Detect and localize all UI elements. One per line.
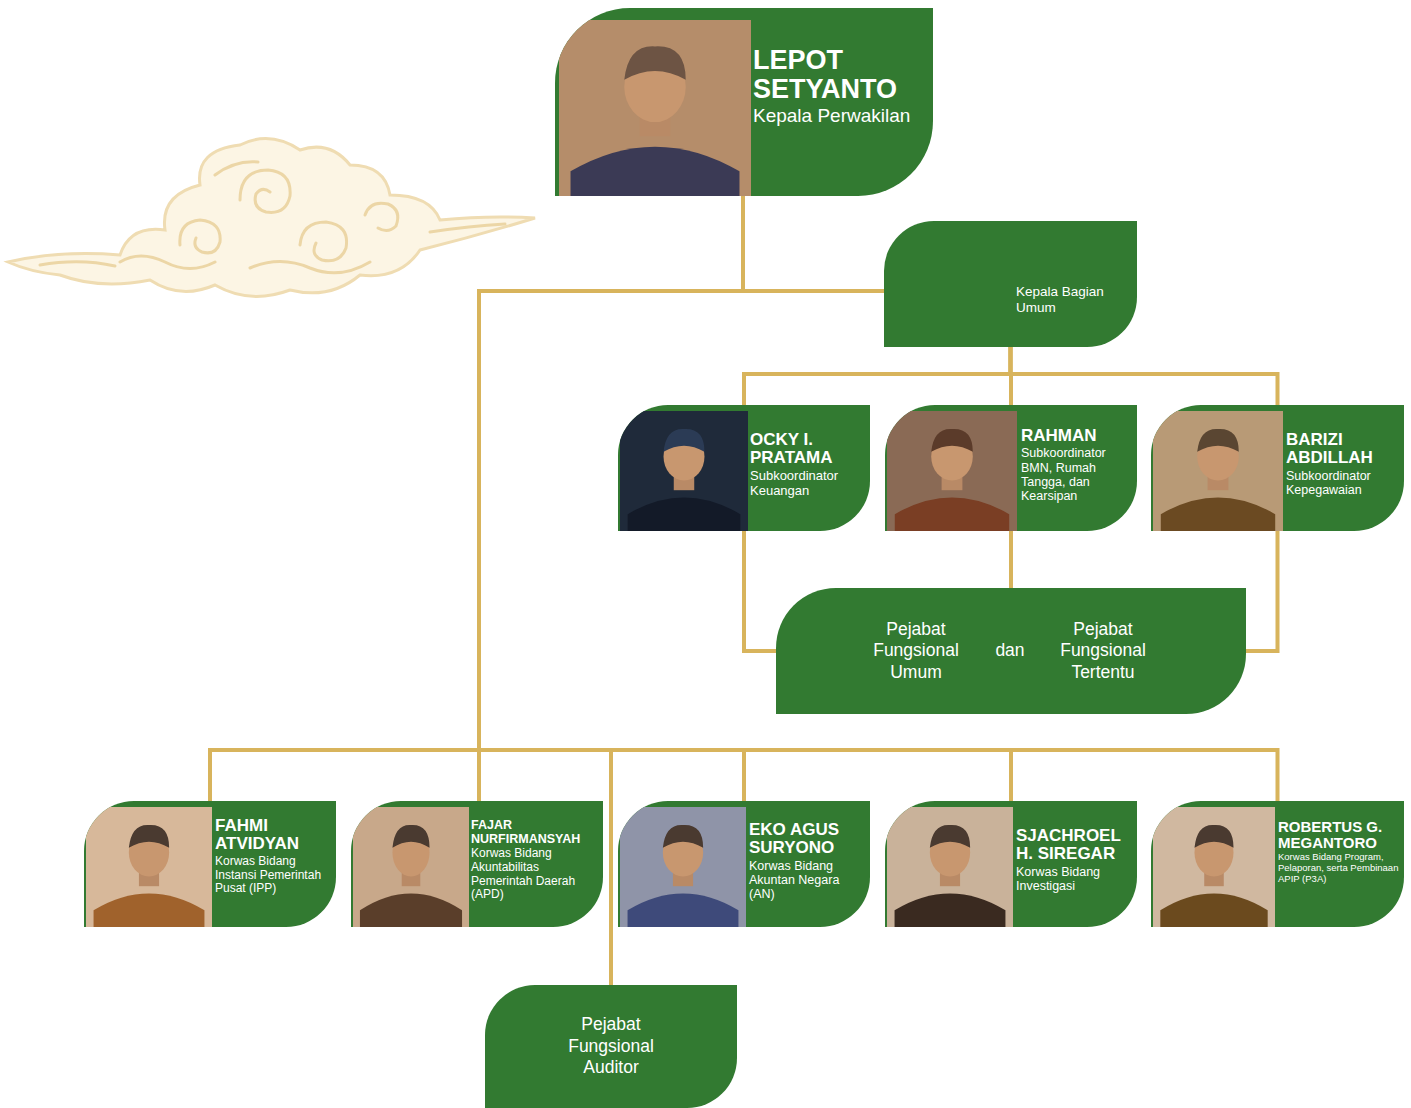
person-box: EKO AGUS SURYONOKorwas Bidang Akuntan Ne…: [618, 801, 870, 927]
conjunction: dan: [990, 640, 1030, 661]
photo-shape: [571, 147, 740, 196]
photo-shape: [624, 46, 685, 80]
photo-shape: [1161, 497, 1275, 531]
person-box: Kepala Bagian Umum: [884, 221, 1137, 347]
photo-placeholder: [887, 411, 1017, 531]
photo-placeholder: [353, 807, 469, 927]
photo-shape: [559, 20, 751, 196]
photo-shape: [931, 429, 973, 452]
photo-shape: [895, 893, 1006, 927]
photo-shape: [353, 807, 469, 927]
photo-placeholder: [559, 20, 751, 196]
person-box: SJACHROEL H. SIREGARKorwas Bidang Invest…: [885, 801, 1137, 927]
photo-shape: [620, 411, 748, 531]
cloud-ornament: [0, 0, 560, 340]
person-name: BARIZI ABDILLAH: [1286, 431, 1398, 468]
photo-shape: [887, 807, 1013, 927]
text-row: Pejabat Fungsional Umum dan Pejabat Fungsi…: [776, 588, 1246, 714]
group-label: Pejabat Fungsional Umum: [851, 619, 981, 683]
text-area: LEPOT SETYANTOKepala Perwakilan: [753, 46, 927, 127]
group-box: Pejabat Fungsional Umum dan Pejabat Fungsi…: [776, 588, 1246, 714]
photo-shape: [1153, 411, 1283, 531]
person-name: OCKY I. PRATAMA: [750, 431, 864, 468]
position-title: Korwas Bidang Instansi Pemerintah Pusat …: [215, 855, 331, 896]
photo-placeholder: [1153, 807, 1275, 927]
photo-shape: [663, 825, 703, 848]
photo-shape: [628, 497, 741, 531]
person-name: FAJAR NURFIRMANSYAH: [471, 819, 599, 846]
text-area: SJACHROEL H. SIREGARKorwas Bidang Invest…: [1016, 827, 1132, 893]
org-connector: [1009, 531, 1013, 588]
text-area: FAHMI ATVIDYANKorwas Bidang Instansi Pem…: [215, 817, 331, 896]
photo-shape: [620, 807, 746, 927]
org-connector: [744, 347, 1011, 405]
person-name: RAHMAN: [1021, 427, 1131, 445]
text-area: Kepala Bagian Umum: [1016, 283, 1128, 315]
photo-shape: [1160, 893, 1267, 927]
position-title: Subkoordinator Keuangan: [750, 469, 864, 499]
org-connector: [1246, 531, 1278, 651]
text-area: BARIZI ABDILLAHSubkoordinator Kepegawaia…: [1286, 431, 1398, 497]
person-name: FAHMI ATVIDYAN: [215, 817, 331, 854]
person-name: EKO AGUS SURYONO: [749, 821, 864, 858]
photo-shape: [1153, 807, 1275, 927]
person-name: LEPOT SETYANTO: [753, 46, 927, 104]
person-box: FAJAR NURFIRMANSYAHKorwas Bidang Akuntab…: [351, 801, 603, 927]
person-name: SJACHROEL H. SIREGAR: [1016, 827, 1132, 864]
photo-shape: [1194, 825, 1233, 848]
photo-shape: [1197, 429, 1239, 452]
photo-shape: [628, 893, 739, 927]
text-area: EKO AGUS SURYONOKorwas Bidang Akuntan Ne…: [749, 821, 864, 902]
unit-title: Kepala Bagian Umum: [1016, 284, 1128, 315]
photo-shape: [360, 893, 462, 927]
photo-shape: [664, 429, 705, 452]
person-box: RAHMANSubkoordinator BMN, Rumah Tangga, …: [885, 405, 1137, 531]
person-box: OCKY I. PRATAMASubkoordinator Keuangan: [618, 405, 870, 531]
position-title: Subkoordinator BMN, Rumah Tangga, dan Ke…: [1021, 446, 1131, 504]
person-box: ROBERTUS G. MEGANTOROKorwas Bidang Progr…: [1151, 801, 1404, 927]
photo-shape: [392, 825, 429, 848]
group-label: Pejabat Fungsional Tertentu: [1038, 619, 1168, 683]
person-box: BARIZI ABDILLAHSubkoordinator Kepegawaia…: [1151, 405, 1404, 531]
photo-shape: [94, 893, 205, 927]
group-box: Pejabat Fungsional Auditor: [485, 985, 737, 1108]
photo-placeholder: [620, 807, 746, 927]
photo-shape: [895, 497, 1009, 531]
photo-placeholder: [1153, 411, 1283, 531]
position-title: Korwas Bidang Program, Pelaporan, serta …: [1278, 852, 1400, 885]
position-title: Kepala Perwakilan: [753, 105, 927, 127]
person-name: ROBERTUS G. MEGANTORO: [1278, 819, 1400, 851]
text-area: ROBERTUS G. MEGANTOROKorwas Bidang Progr…: [1278, 819, 1400, 885]
org-connector: [744, 531, 776, 651]
position-title: Subkoordinator Kepegawaian: [1286, 469, 1398, 498]
text-center: Pejabat Fungsional Auditor: [485, 985, 737, 1108]
text-area: FAJAR NURFIRMANSYAHKorwas Bidang Akuntab…: [471, 819, 599, 902]
org-connector: [743, 196, 884, 291]
position-title: Korwas Bidang Akuntabilitas Pemerintah D…: [471, 847, 599, 902]
org-connector: [1011, 347, 1278, 405]
text-area: RAHMANSubkoordinator BMN, Rumah Tangga, …: [1021, 427, 1131, 504]
group-label: Pejabat Fungsional Auditor: [541, 1014, 681, 1078]
photo-shape: [129, 825, 169, 848]
photo-placeholder: [86, 807, 212, 927]
photo-shape: [930, 825, 970, 848]
photo-shape: [887, 411, 1017, 531]
photo-placeholder: [887, 807, 1013, 927]
text-area: OCKY I. PRATAMASubkoordinator Keuangan: [750, 431, 864, 499]
person-box: FAHMI ATVIDYANKorwas Bidang Instansi Pem…: [84, 801, 336, 927]
photo-placeholder: [620, 411, 748, 531]
position-title: Korwas Bidang Akuntan Negara (AN): [749, 859, 864, 902]
head-box: LEPOT SETYANTOKepala Perwakilan: [555, 8, 933, 196]
photo-shape: [86, 807, 212, 927]
position-title: Korwas Bidang Investigasi: [1016, 865, 1132, 894]
